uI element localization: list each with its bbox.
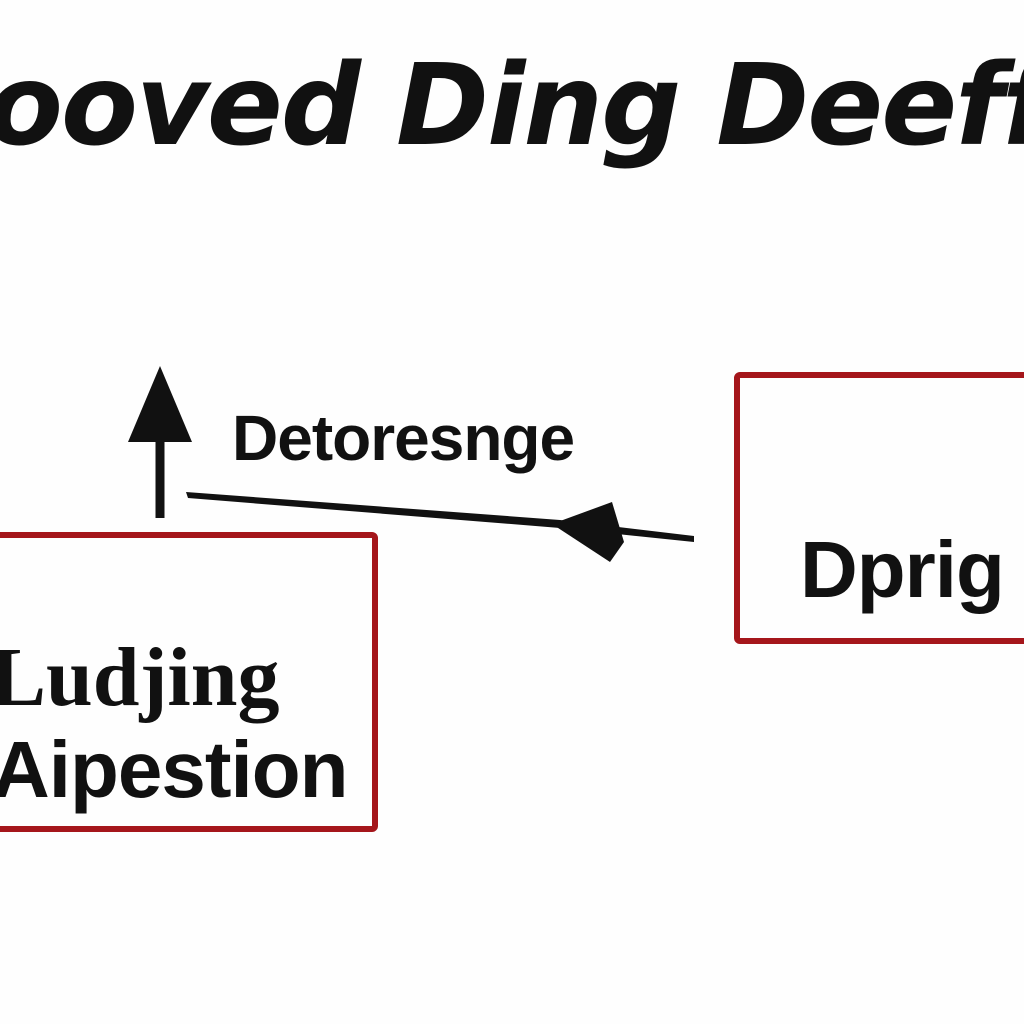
right-node-label: Dprig bbox=[800, 525, 1005, 614]
left-node-label-line2: Aipestion bbox=[0, 725, 348, 814]
diagram-title: ooved Ding Deeffestin bbox=[0, 41, 1024, 171]
left-arrow-shaft bbox=[186, 492, 694, 542]
left-node-label-line1: Ludjing bbox=[0, 631, 280, 724]
up-arrow-head bbox=[128, 366, 192, 442]
left-node-box bbox=[0, 532, 378, 832]
left-arrow-head bbox=[552, 502, 624, 562]
edge-label: Detoresnge bbox=[232, 402, 575, 474]
left-arrow bbox=[186, 492, 694, 562]
up-arrow bbox=[128, 366, 192, 518]
right-node-box bbox=[734, 372, 1024, 644]
